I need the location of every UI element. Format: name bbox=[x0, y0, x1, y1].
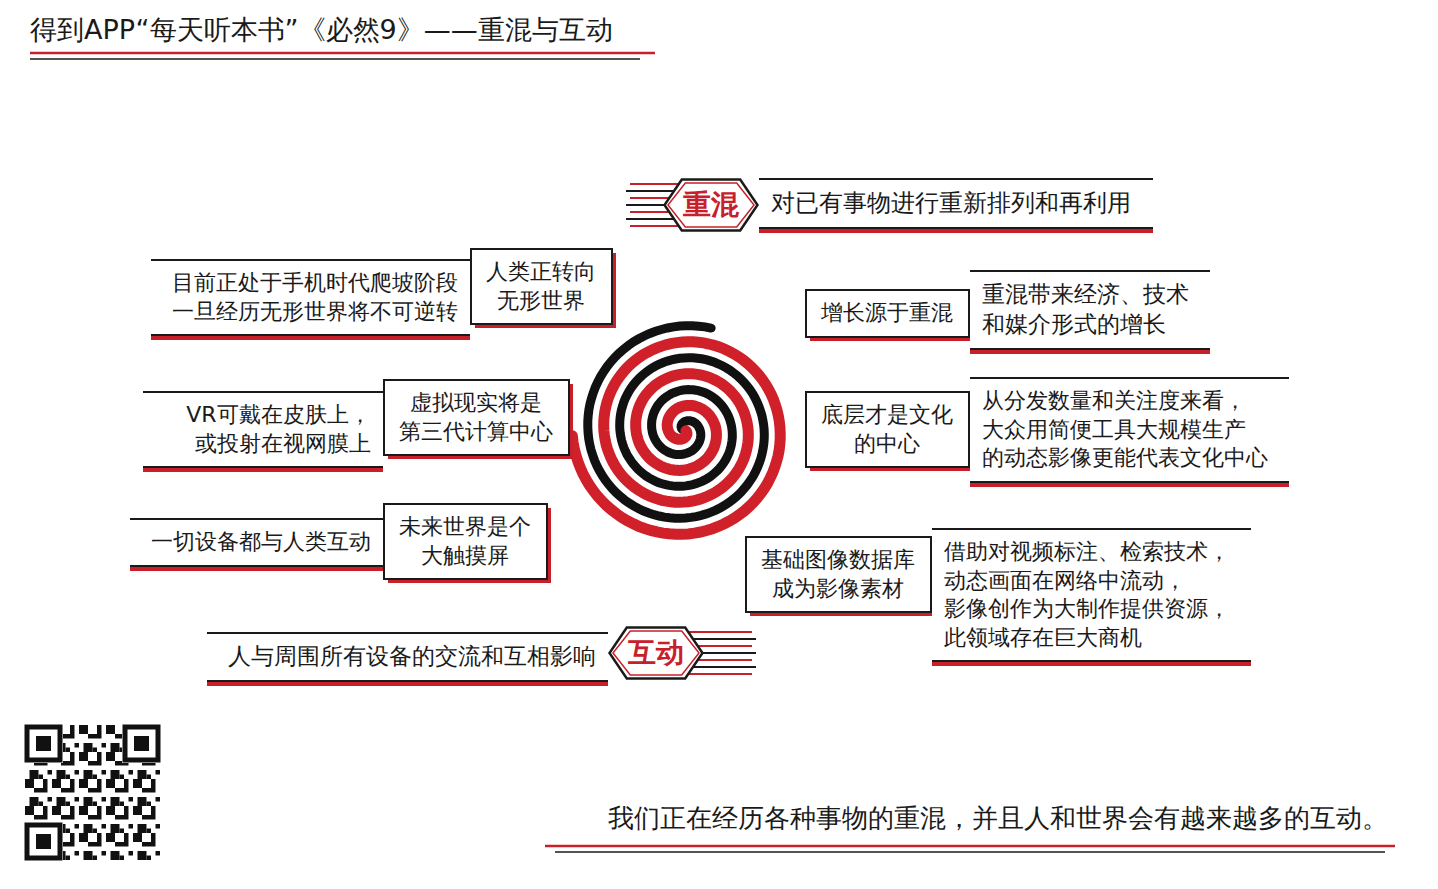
description-band: 人与周围所有设备的交流和互相影响 bbox=[207, 632, 608, 682]
diagram-title: 得到APP“每天听本书”《必然9》——重混与互动 bbox=[30, 12, 613, 47]
node-text: 目前正处于手机时代爬坡阶段 一旦经历无形世界将不可逆转 bbox=[163, 269, 458, 326]
spiral-arm bbox=[572, 342, 780, 535]
concept-box: 未来世界是个 大触摸屏 bbox=[383, 503, 548, 580]
title-underline bbox=[30, 58, 640, 60]
node-text: 人类正转向 无形世界 bbox=[482, 258, 601, 315]
caption-underline bbox=[555, 851, 1385, 853]
concept-box: 人类正转向 无形世界 bbox=[470, 248, 613, 325]
concept-box: 增长源于重混 bbox=[805, 289, 970, 338]
node-text: 重混带来经济、技术 和媒介形式的增长 bbox=[982, 280, 1198, 340]
node-text: 底层才是文化 的中心 bbox=[817, 401, 958, 458]
node-text: 借助对视频标注、检索技术， 动态画面在网络中流动， 影像创作为大制作提供资源， … bbox=[944, 538, 1239, 652]
description-band: VR可戴在皮肤上， 或投射在视网膜上 bbox=[143, 391, 383, 468]
description-band: 目前正处于手机时代爬坡阶段 一旦经历无形世界将不可逆转 bbox=[151, 259, 470, 336]
node-text: 人与周围所有设备的交流和互相影响 bbox=[219, 642, 596, 672]
node-text: 重混 bbox=[683, 187, 739, 223]
node-text: 互动 bbox=[628, 635, 684, 671]
diagram-caption: 我们正在经历各种事物的重混，并且人和世界会有越来越多的互动。 bbox=[608, 802, 1388, 836]
hexagon-label: 重混 bbox=[663, 178, 759, 232]
title-underline bbox=[30, 52, 655, 55]
hexagon-line bbox=[610, 628, 703, 679]
node-text: 一切设备都与人类互动 bbox=[142, 528, 371, 557]
qr-code bbox=[25, 725, 160, 860]
node-text: 增长源于重混 bbox=[817, 299, 958, 328]
caption-underline bbox=[545, 845, 1395, 848]
hexagon-line bbox=[668, 183, 754, 227]
description-band: 一切设备都与人类互动 bbox=[130, 518, 383, 567]
node-text: 从分发数量和关注度来看， 大众用简便工具大规模生产 的动态影像更能代表文化中心 bbox=[982, 387, 1277, 473]
description-band: 对已有事物进行重新排列和再利用 bbox=[759, 178, 1153, 229]
node-text: 未来世界是个 大触摸屏 bbox=[395, 513, 536, 570]
description-band: 重混带来经济、技术 和媒介形式的增长 bbox=[970, 270, 1210, 350]
concept-box: 虚拟现实将是 第三代计算中心 bbox=[383, 379, 570, 456]
node-text: 虚拟现实将是 第三代计算中心 bbox=[395, 389, 558, 446]
hexagon-line bbox=[613, 631, 699, 675]
concept-box: 底层才是文化 的中心 bbox=[805, 391, 970, 468]
description-band: 从分发数量和关注度来看， 大众用简便工具大规模生产 的动态影像更能代表文化中心 bbox=[970, 377, 1289, 483]
description-band: 借助对视频标注、检索技术， 动态画面在网络中流动， 影像创作为大制作提供资源， … bbox=[932, 528, 1251, 662]
hexagon-line bbox=[665, 180, 758, 231]
node-text: 基础图像数据库 成为影像素材 bbox=[757, 546, 920, 603]
concept-box: 基础图像数据库 成为影像素材 bbox=[745, 536, 932, 613]
node-text: VR可戴在皮肤上， 或投射在视网膜上 bbox=[155, 401, 371, 458]
hexagon-label: 互动 bbox=[608, 626, 704, 680]
node-text: 对已有事物进行重新排列和再利用 bbox=[771, 188, 1141, 219]
